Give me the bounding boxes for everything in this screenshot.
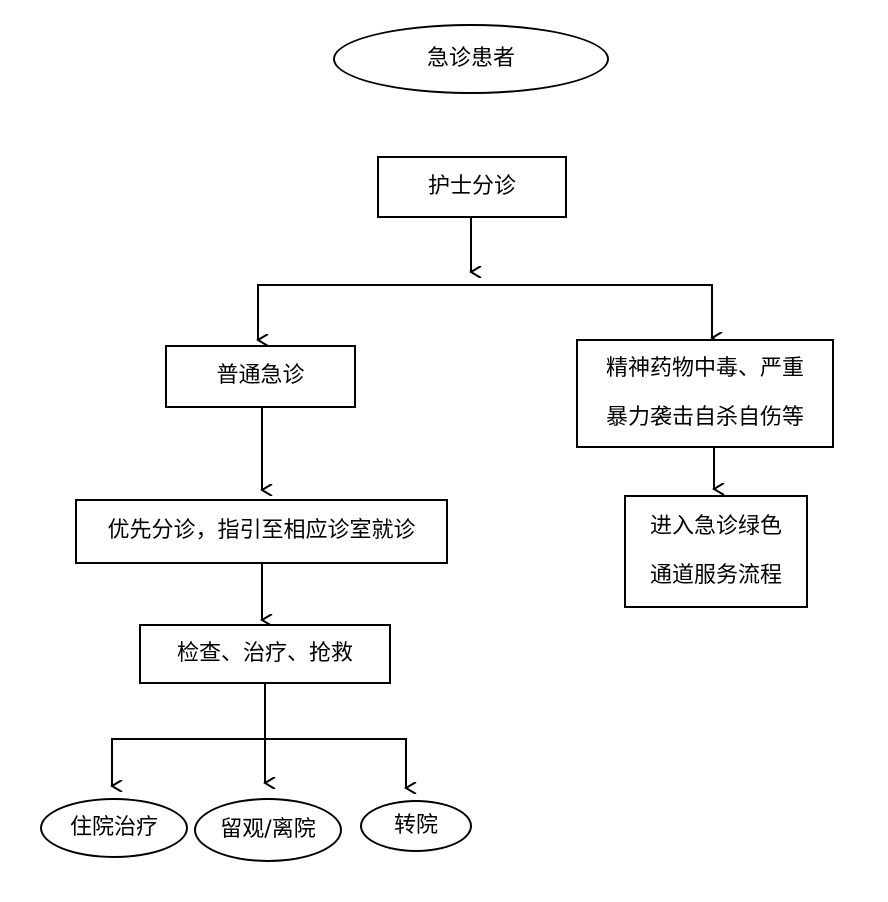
node-nurse-triage-label: 护士分诊 <box>427 173 516 199</box>
node-green-channel: 进入急诊绿色 通道服务流程 <box>624 495 808 608</box>
edge-outcome-bar <box>111 738 407 787</box>
node-special-cases-line1: 精神药物中毒、严重 <box>605 356 804 382</box>
node-special-cases: 精神药物中毒、严重 暴力袭击自杀自伤等 <box>576 339 834 448</box>
node-priority-triage: 优先分诊，指引至相应诊室就诊 <box>75 499 448 564</box>
node-observe-discharge: 留观/离院 <box>194 798 342 862</box>
node-hospitalize-label: 住院治疗 <box>69 814 158 840</box>
node-emergency-patient-label: 急诊患者 <box>426 45 515 71</box>
node-emergency-patient: 急诊患者 <box>333 24 609 94</box>
node-exam-treatment: 检查、治疗、抢救 <box>139 624 391 684</box>
node-priority-triage-label: 优先分诊，指引至相应诊室就诊 <box>107 518 416 544</box>
node-green-channel-line2: 通道服务流程 <box>649 562 782 588</box>
node-green-channel-line1: 进入急诊绿色 <box>649 514 782 540</box>
node-exam-treatment-label: 检查、治疗、抢救 <box>176 640 353 666</box>
node-regular-emergency-label: 普通急诊 <box>216 363 305 389</box>
edge-split-bar <box>257 284 712 340</box>
node-hospitalize: 住院治疗 <box>40 798 188 858</box>
node-special-cases-line2: 暴力袭击自杀自伤等 <box>605 404 804 430</box>
node-nurse-triage: 护士分诊 <box>377 156 567 218</box>
node-transfer-label: 转院 <box>393 812 438 838</box>
node-observe-discharge-label: 留观/离院 <box>220 816 316 842</box>
node-regular-emergency: 普通急诊 <box>165 345 356 408</box>
node-transfer: 转院 <box>360 800 472 852</box>
